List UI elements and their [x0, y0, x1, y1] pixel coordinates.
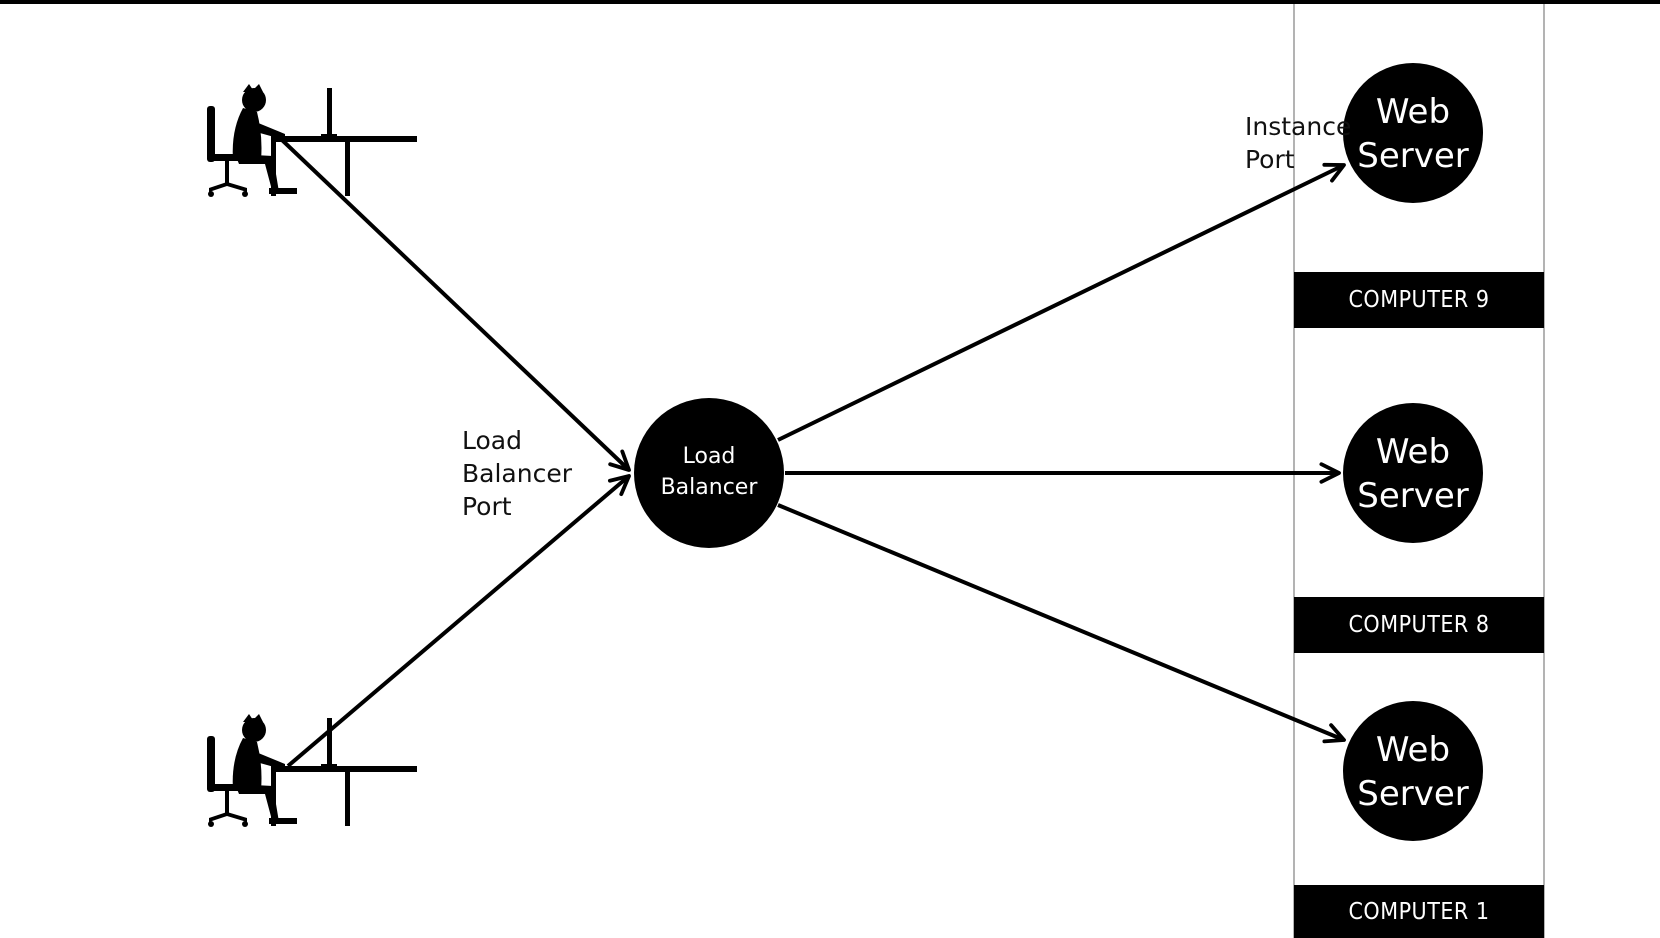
- computer-9-label: COMPUTER 9: [1348, 287, 1490, 313]
- web-server-label-2-line-1: Web: [1375, 432, 1451, 472]
- user-at-desk-icon: [207, 84, 417, 197]
- instance-port-label-line-2: Port: [1245, 145, 1295, 174]
- load-balancer-label-line-2: Balancer: [660, 475, 758, 500]
- load-balancer-port-label-line-1: Load: [462, 426, 522, 455]
- computer-1-label: COMPUTER 1: [1348, 898, 1490, 925]
- user-at-desk-icon: [207, 714, 417, 827]
- computer-8-bar: COMPUTER 8: [1294, 597, 1544, 653]
- web-server-node-3: [1343, 701, 1483, 841]
- instance-port-label: Instance Port: [1245, 114, 1351, 172]
- top-border: [0, 0, 1660, 4]
- load-balancer-port-label-line-2: Balancer: [462, 459, 572, 488]
- web-server-node-2: [1343, 403, 1483, 543]
- web-server-label-3-line-2: Server: [1357, 774, 1469, 814]
- load-balancer-label: Load Balancer: [629, 446, 789, 499]
- web-server-label-3: Web Server: [1333, 733, 1493, 811]
- arrow-load-balancer-to-web-server-1: [777, 162, 1346, 442]
- web-server-label-3-line-1: Web: [1375, 730, 1451, 770]
- web-server-label-1-line-2: Server: [1357, 136, 1469, 176]
- load-balancer-port-label-line-3: Port: [462, 492, 512, 521]
- load-balancer-node: [634, 398, 784, 548]
- load-balancer-port-label: Load Balancer Port: [462, 428, 572, 519]
- computer-9-bar: COMPUTER 9: [1294, 272, 1544, 328]
- computer-8-label: COMPUTER 8: [1348, 612, 1490, 638]
- arrow-user-1-to-load-balancer: [280, 138, 631, 472]
- load-balancer-label-line-1: Load: [682, 444, 736, 469]
- arrow-load-balancer-to-web-server-3: [777, 503, 1346, 744]
- arrow-user-2-to-load-balancer: [286, 474, 631, 768]
- instance-port-label-line-1: Instance: [1245, 112, 1352, 141]
- web-server-label-1-line-1: Web: [1375, 92, 1451, 132]
- web-server-label-1: Web Server: [1333, 95, 1493, 173]
- web-server-label-2: Web Server: [1333, 435, 1493, 513]
- web-server-node-1: [1343, 63, 1483, 203]
- web-server-label-2-line-2: Server: [1357, 476, 1469, 516]
- computer-1-bar: COMPUTER 1: [1294, 885, 1544, 938]
